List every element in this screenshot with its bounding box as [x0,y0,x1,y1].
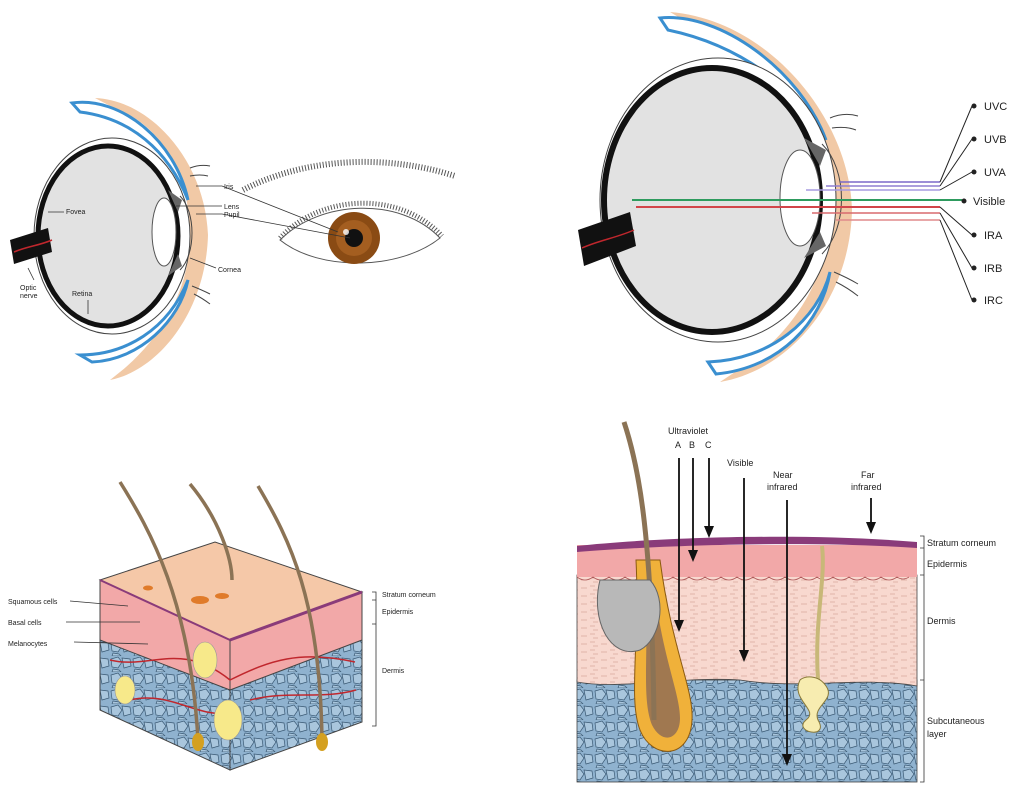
label-retina: Retina [72,291,92,298]
sebaceous-gland [115,676,135,704]
label-iris: Iris [224,184,234,191]
label-far-ir-2: infrared [851,482,882,492]
label-uvc: UVC [984,101,1007,113]
label-epidermis: Epidermis [382,609,414,616]
label-stratum-corneum-2: Stratum corneum [927,538,996,548]
sebaceous-gland [214,700,242,740]
label-layer: layer [927,729,947,739]
melanin-spot [143,586,153,591]
label-stratum-corneum: Stratum corneum [382,592,436,599]
label-basal-cells: Basal cells [8,620,42,627]
eye-spectrum-panel: UVC UVB UVA Visible IRA IRB IRC [578,12,1007,382]
label-uva: UVA [984,167,1006,179]
label-uv-a: A [675,440,681,450]
hair-bulb [316,733,328,751]
melanin-spot [215,593,229,599]
eyebrow [243,162,455,190]
label-uv-c: C [705,440,712,450]
skin-anatomy-panel: Squamous cells Basal cells Melanocytes S… [8,482,436,770]
label-ira: IRA [984,230,1003,242]
epidermis-layer [577,545,917,577]
label-uvb: UVB [984,134,1007,146]
label-visible: Visible [973,196,1005,208]
label-cornea: Cornea [218,267,241,274]
label-visible-skin: Visible [727,458,753,468]
label-fovea: Fovea [66,209,86,216]
right-bracket [372,592,376,726]
label-pupil: Pupil [224,212,240,219]
melanin-spot [191,596,209,604]
skin-penetration-panel: Ultraviolet A B C Visible Near infrared … [577,422,996,782]
label-near-ir-1: Near [773,470,793,480]
eye-anatomy-panel: Fovea Retina Optic nerve Iris Lens Pupil… [10,98,455,380]
pupil-highlight [343,229,349,235]
label-far-ir-1: Far [861,470,875,480]
label-dermis-2: Dermis [927,616,956,626]
label-lens: Lens [224,204,240,211]
label-near-ir-2: infrared [767,482,798,492]
label-irc: IRC [984,295,1003,307]
label-optic-nerve-1: Optic [20,285,37,292]
label-optic-nerve-2: nerve [20,293,38,300]
lens [152,198,176,266]
label-epidermis-2: Epidermis [927,559,968,569]
layer-bracket [920,536,924,782]
subcutaneous-layer [577,680,917,782]
spectrum-connectors [940,106,972,300]
label-irb: IRB [984,263,1002,275]
label-squamous-cells: Squamous cells [8,599,58,606]
label-ultraviolet: Ultraviolet [668,426,709,436]
label-subcutaneous: Subcutaneous [927,716,985,726]
lens-2 [780,150,820,246]
label-melanocytes: Melanocytes [8,641,48,648]
sebaceous-gland [193,642,217,678]
label-uv-b: B [689,440,695,450]
hair-bulb [192,733,204,751]
label-dermis: Dermis [382,668,405,675]
